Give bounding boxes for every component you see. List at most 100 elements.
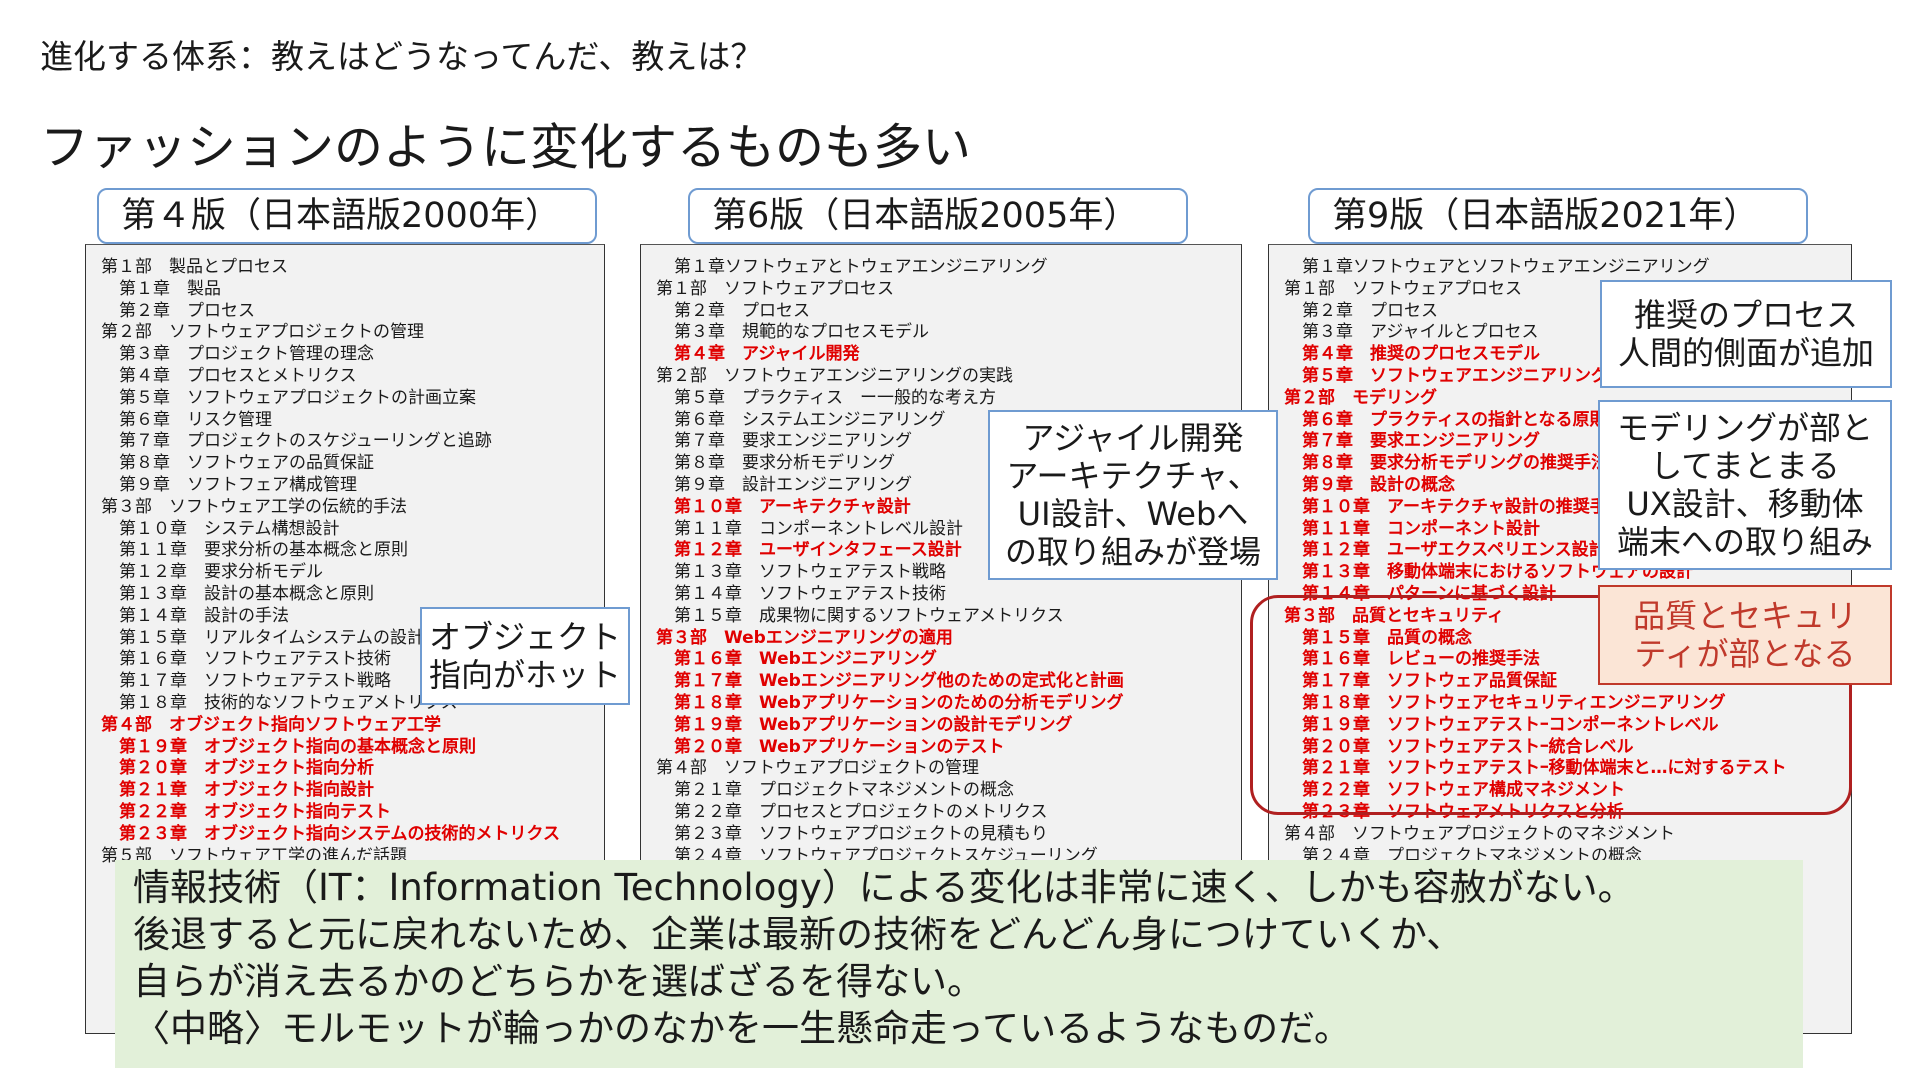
callout-line: の取り組みが登場 [1004, 533, 1261, 571]
toc-entry: 第１部 ソフトウェアプロセス [656, 278, 894, 299]
toc-entry: 第５章 ソフトウェアプロジェクトの計画立案 [119, 387, 476, 408]
callout-line: してまとまる [1650, 447, 1840, 485]
toc-entry: 第７章 プロジェクトのスケジューリングと追跡 [119, 431, 492, 452]
toc-entry: 第４部 ソフトウェアプロジェクトのマネジメント [1284, 823, 1675, 844]
modeling-callout-text: モデリングが部と してまとまる UX設計、移動体 端末への取り組み [1617, 409, 1873, 561]
toc-entry: 第４章 プロセスとメトリクス [119, 366, 357, 386]
quality-callout: 品質とセキュリ ティが部となる [1598, 585, 1892, 685]
quote-line: 自らが消え去るかのどちらかを選ばざるを得ない。 [133, 960, 984, 1003]
toc-entry: 第１６章 ソフトウェアテスト技術 [119, 649, 391, 670]
toc-entry: 第８章 要求分析モデリング [674, 453, 895, 474]
quote-box: 情報技術（IT：Information Technology）による変化は非常に… [115, 860, 1803, 1068]
quote-line: 〈中略〉モルモットが輪っかのなかを一生懸命走っているようなものだ。 [133, 1007, 1352, 1050]
toc-entry: 第２２章 オブジェクト指向テスト [119, 802, 391, 822]
toc-entry: 第１５章 品質の概念 [1302, 627, 1472, 648]
edition-6-heading: 第6版（日本語版2005年） [688, 188, 1188, 244]
toc-entry: 第２３章 オブジェクト指向システムの技術的メトリクス [119, 823, 560, 844]
toc-entry: 第８章 要求分析モデリングの推奨手法 [1302, 453, 1608, 474]
toc-entry: 第１９章 ソフトウェアテストｰコンポーネントレベル [1302, 714, 1719, 735]
agile-callout-text: アジャイル開発 アーキテクチャ、 UI設計、Webへ の取り組みが登場 [1005, 419, 1261, 571]
toc-entry: 第１５章 リアルタイムシステムの設計 [119, 627, 424, 648]
toc-entry: 第２章 プロセス [1302, 300, 1438, 321]
toc-entry: 第２章 プロセス [119, 300, 255, 321]
toc-entry: 第１５章 成果物に関するソフトウェアメトリクス [674, 605, 1064, 626]
toc-entry: 第１章 製品 [119, 278, 221, 299]
toc-entry: 第６章 リスク管理 [119, 409, 272, 430]
toc-entry: 第６章 プラクティスの指針となる原則 [1302, 409, 1607, 430]
toc-entry: 第４章 推奨のプロセスモデル [1302, 344, 1540, 365]
quote-line: 情報技術（IT：Information Technology）による変化は非常に… [133, 866, 1635, 909]
toc-entry: 第８章 ソフトウェアの品質保証 [119, 453, 374, 474]
toc-entry: 第１９章 Webアプリケーションの設計モデリング [674, 714, 1073, 735]
toc-entry: 第２０章 Webアプリケーションのテスト [674, 736, 1005, 757]
toc-entry: 第３章 アジャイルとプロセス [1302, 322, 1539, 343]
callout-line: ティが部となる [1634, 635, 1856, 673]
agile-callout: アジャイル開発 アーキテクチャ、 UI設計、Webへ の取り組みが登場 [988, 410, 1278, 580]
toc-entry: 第１０章 システム構想設計 [119, 518, 340, 539]
callout-line: 端末への取り組み [1616, 523, 1873, 561]
toc-entry: 第２３章 ソフトウェアプロジェクトの見積もり [674, 823, 1048, 844]
toc-entry: 第７章 要求エンジニアリング [674, 431, 912, 452]
toc-entry: 第１部 ソフトウェアプロセス [1284, 278, 1522, 299]
toc-entry: 第１４章 設計の手法 [119, 605, 289, 626]
toc-entry: 第１３章 設計の基本概念と原則 [119, 584, 374, 604]
toc-entry: 第２１章 ソフトウェアテストｰ移動体端末と…に対するテスト [1302, 758, 1787, 779]
toc-entry: 第２０章 ソフトウェアテストｰ統合レベル [1302, 736, 1634, 757]
toc-entry: 第４部 オブジェクト指向ソフトウェア工学 [101, 714, 441, 735]
toc-entry: 第２部 ソフトウェアプロジェクトの管理 [101, 322, 424, 343]
callout-line: モデリングが部と [1616, 409, 1873, 447]
callout-line: 品質とセキュリ [1632, 597, 1857, 635]
toc-entry: 第３章 プロジェクト管理の理念 [119, 344, 374, 365]
toc-entry: 第１７章 ソフトウェアテスト戦略 [119, 671, 391, 692]
callout-line: UX設計、移動体 [1626, 485, 1864, 523]
callout-line: 指向がホット [428, 656, 621, 694]
toc-entry: 第２部 ソフトウェアエンジニアリングの実践 [656, 366, 1013, 386]
object-oriented-callout: オブジェクト 指向がホット [420, 607, 630, 705]
toc-entry: 第１２章 ユーザインタフェース設計 [674, 540, 962, 561]
toc-entry: 第１６章 Webエンジニアリング [674, 649, 937, 670]
toc-entry: 第１７章 ソフトウェア品質保証 [1302, 671, 1557, 692]
toc-entry: 第６章 システムエンジニアリング [674, 409, 946, 430]
toc-entry: 第１章ソフトウェアとトウェアエンジニアリング [674, 257, 1048, 277]
toc-entry: 第１４章 パターンに基づく設計 [1302, 584, 1557, 604]
toc-entry: 第１３章 移動体端末におけるソフトウェアの設計 [1302, 562, 1693, 583]
process-callout: 推奨のプロセス 人間的側面が追加 [1600, 280, 1892, 388]
quote-line: 後退すると元に戻れないため、企業は最新の技術をどんどん身につけていくか、 [133, 913, 1464, 956]
toc-entry: 第１０章 アーキテクチャ設計 [674, 496, 911, 517]
toc-entry: 第１８章 技術的なソフトウェアメトリクス [119, 693, 458, 713]
toc-entry: 第１７章 Webエンジニアリング他のための定式化と計画 [674, 671, 1124, 692]
toc-entry: 第７章 要求エンジニアリング [1302, 431, 1540, 452]
toc-entry: 第２部 モデリング [1284, 387, 1437, 408]
toc-entry: 第２２章 ソフトウェア構成マネジメント [1302, 780, 1625, 801]
toc-entry: 第１部 製品とプロセス [101, 257, 288, 277]
edition-9-heading: 第9版（日本語版2021年） [1308, 188, 1808, 244]
toc-entry: 第９章 設計の概念 [1302, 475, 1455, 495]
toc-entry: 第２１章 プロジェクトマネジメントの概念 [674, 780, 1014, 801]
toc-entry: 第１１章 要求分析の基本概念と原則 [119, 540, 408, 561]
toc-entry: 第４章 アジャイル開発 [674, 344, 860, 365]
toc-entry: 第２２章 プロセスとプロジェクトのメトリクス [674, 802, 1048, 822]
edition-4-heading: 第４版（日本語版2000年） [97, 188, 597, 244]
callout-line: オブジェクト [428, 618, 621, 656]
toc-entry: 第３章 規範的なプロセスモデル [674, 322, 929, 343]
callout-line: アーキテクチャ、 [1006, 457, 1260, 495]
toc-entry: 第１８章 ソフトウェアセキュリティエンジニアリング [1302, 693, 1726, 713]
toc-entry: 第１０章 アーキテクチャ設計の推奨手法 [1302, 496, 1624, 517]
toc-entry: 第５章 プラクティス ー一般的な考え方 [674, 387, 996, 408]
toc-entry: 第１３章 ソフトウェアテスト戦略 [674, 562, 946, 583]
slide-subtitle: 進化する体系：教えはどうなってんだ、教えは？ [40, 37, 764, 76]
toc-entry: 第１２章 ユーザエクスペリエンス設計 [1302, 540, 1606, 561]
process-callout-text: 推奨のプロセス 人間的側面が追加 [1618, 296, 1874, 372]
toc-entry: 第２１章 オブジェクト指向設計 [119, 780, 374, 801]
callout-line: UI設計、Webへ [1017, 495, 1249, 533]
toc-entry: 第１２章 要求分析モデル [119, 562, 323, 583]
object-oriented-callout-text: オブジェクト 指向がホット [429, 618, 621, 694]
toc-entry: 第９章 ソフトフェア構成管理 [119, 475, 357, 495]
slide-title: ファッションのように変化するものも多い [40, 119, 972, 176]
toc-entry: 第２章 プロセス [674, 300, 810, 321]
modeling-callout: モデリングが部と してまとまる UX設計、移動体 端末への取り組み [1598, 400, 1892, 570]
toc-entry: 第１章ソフトウェアとソフトウェアエンジニアリング [1302, 257, 1710, 277]
toc-entry: 第１１章 コンポーネント設計 [1302, 518, 1540, 539]
toc-entry: 第１６章 レビューの推奨手法 [1302, 649, 1540, 670]
quality-callout-text: 品質とセキュリ ティが部となる [1633, 597, 1857, 673]
